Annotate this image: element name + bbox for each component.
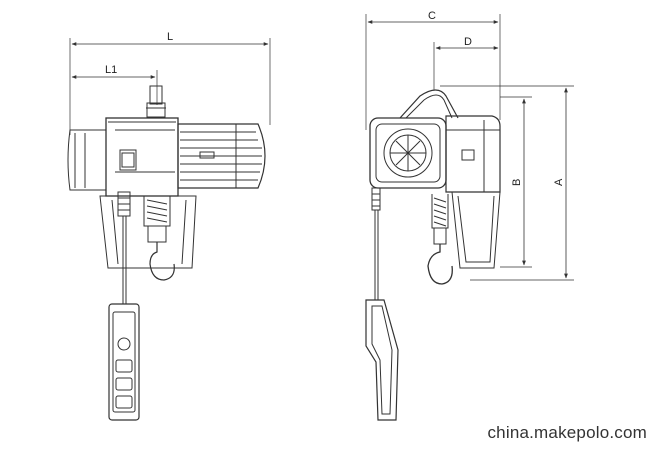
gear-body: [105, 117, 179, 197]
side-pendant: [365, 210, 399, 421]
side-hook: [371, 187, 453, 285]
dimension-B: [500, 96, 532, 268]
dimension-L1: [71, 70, 158, 105]
dimension-C: [365, 14, 501, 130]
motor-left: [67, 129, 107, 191]
motor-right: [177, 123, 266, 189]
dimension-A: [440, 85, 574, 281]
label-C: C: [428, 10, 436, 22]
label-B: B: [511, 179, 523, 186]
watermark-text: china.makepolo.com: [487, 423, 647, 442]
label-L1: L1: [105, 64, 117, 76]
label-A: A: [553, 178, 565, 186]
side-view: [365, 14, 574, 421]
dimension-L: [69, 38, 271, 135]
dimension-D: [433, 42, 499, 90]
top-suspension: [146, 85, 166, 118]
label-D: D: [464, 36, 472, 48]
front-view: [67, 38, 271, 421]
chain-frame: [99, 191, 197, 269]
side-rear-body: [445, 115, 501, 269]
hook-assembly: [143, 196, 175, 281]
pendant: [108, 216, 140, 421]
label-L: L: [167, 31, 173, 43]
side-housing: [369, 117, 447, 189]
side-suspension: [399, 89, 459, 119]
